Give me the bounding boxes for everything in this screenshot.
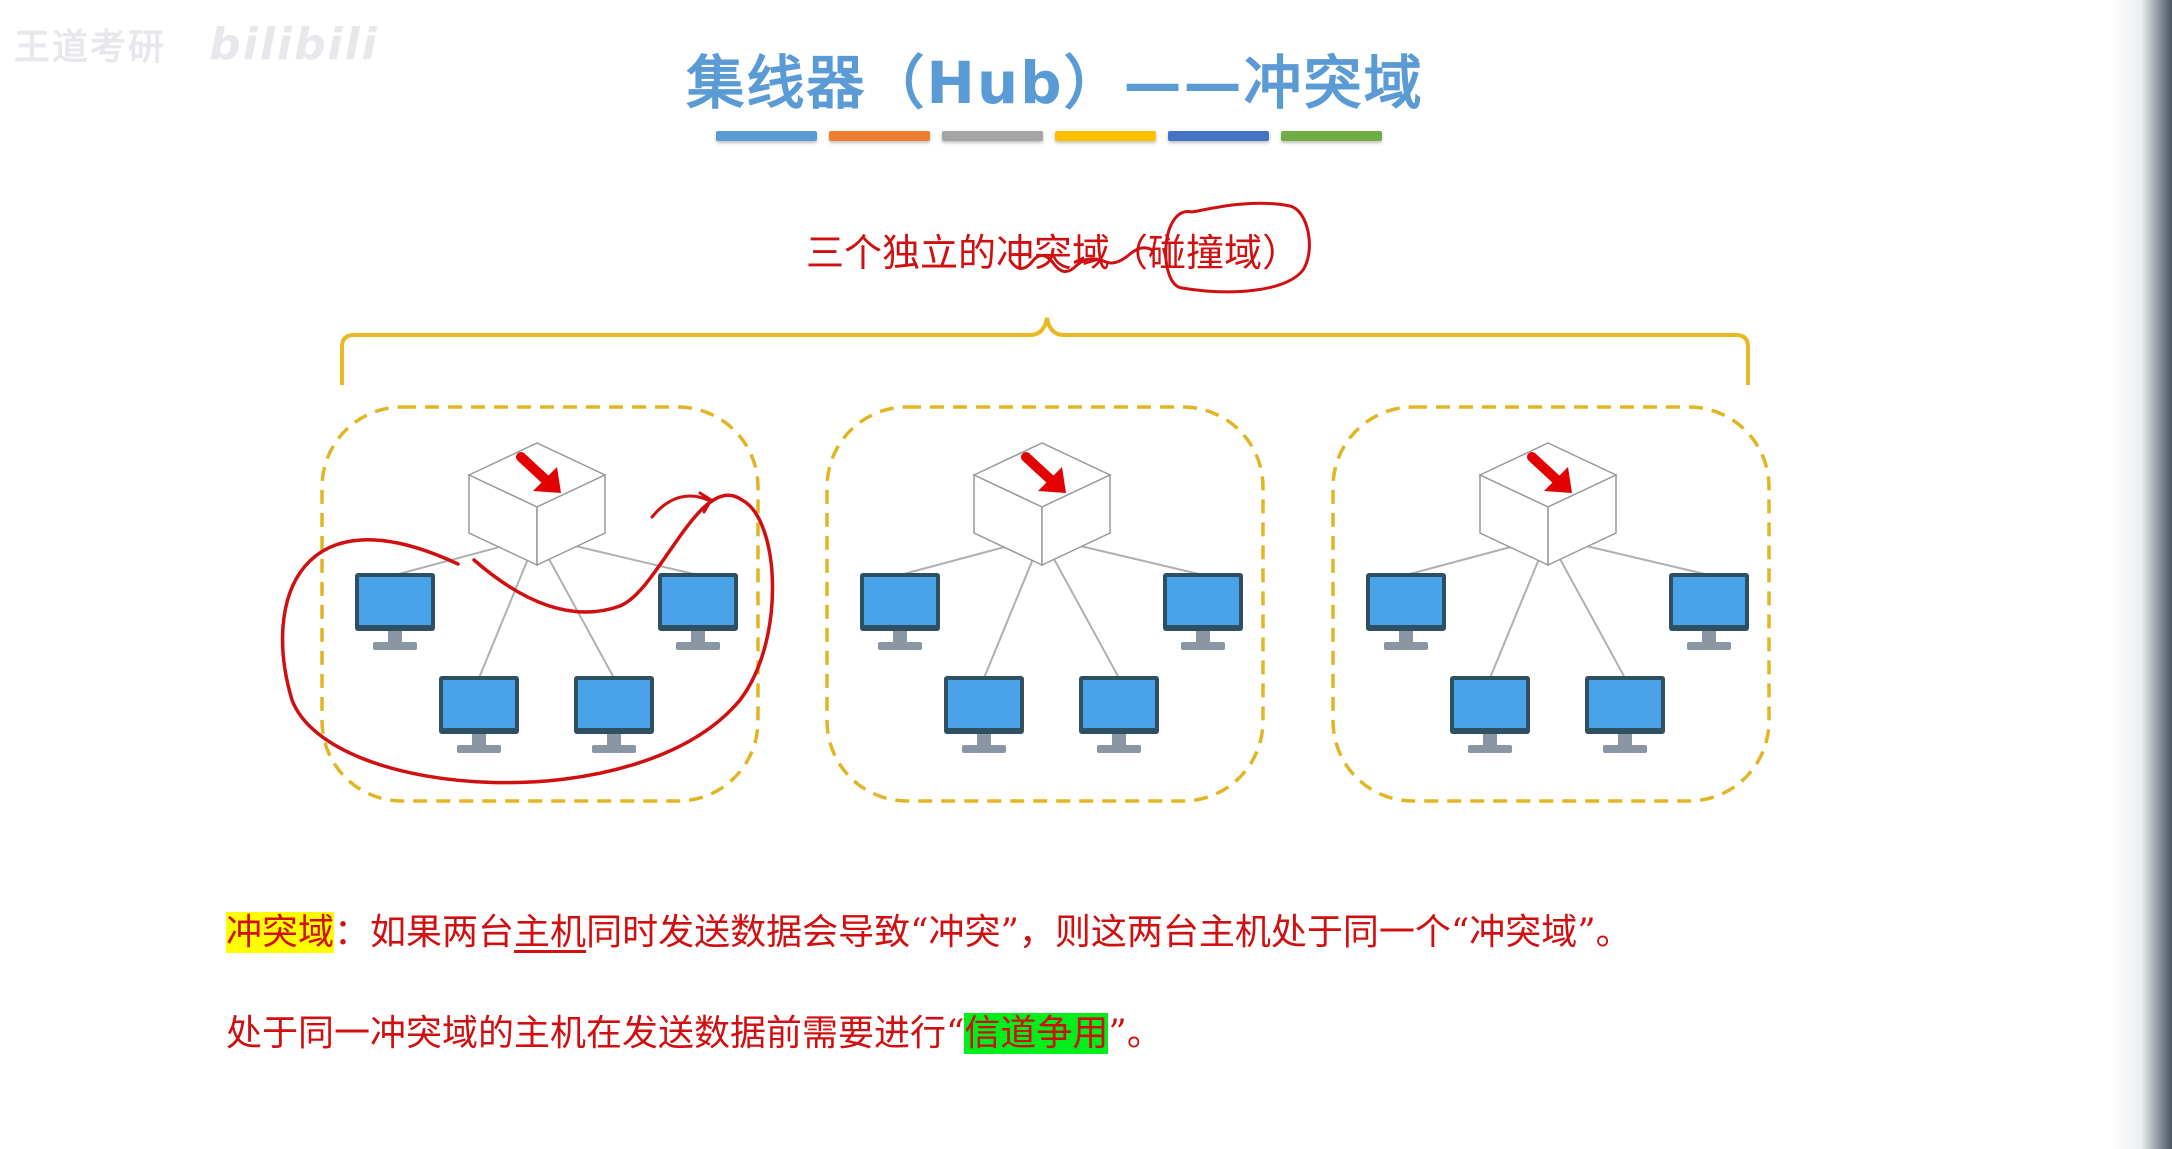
hub-box-icon <box>469 443 605 565</box>
grouping-brace <box>340 317 1750 385</box>
title-color-bar <box>716 131 1382 141</box>
collision-domain-2 <box>825 405 1265 803</box>
hand-drawn-underline <box>1008 246 1154 273</box>
definition-part1: 如果两台 <box>370 912 515 953</box>
computer-monitor-icon <box>1079 676 1159 753</box>
page-title: 集线器（Hub）——冲突域 <box>686 49 1424 117</box>
computer-monitor-icon <box>1366 573 1446 650</box>
definition-paragraph: 冲突域：如果两台主机同时发送数据会导致“冲突”，则这两台主机处于同一个“冲突域”… <box>226 903 1632 955</box>
watermark: 王道考研 bilibili <box>14 18 379 70</box>
computer-monitor-icon <box>860 573 940 650</box>
subtitle-paren-close: ） <box>1262 231 1301 275</box>
note-suffix: ”。 <box>1108 1013 1163 1054</box>
collision-domain-diagram <box>280 201 1771 803</box>
title-bar-segment <box>716 131 817 141</box>
definition-host-word: 主机 <box>514 912 587 953</box>
computer-monitor-icon <box>1163 573 1243 650</box>
hand-drawn-tail <box>650 491 714 519</box>
computer-monitor-icon <box>574 676 654 753</box>
collision-domain-1 <box>320 405 760 803</box>
title-bar-segment <box>1055 131 1156 141</box>
subtitle-prefix: 三个独立的 <box>806 231 997 275</box>
hub-box-icon <box>974 443 1110 565</box>
computer-monitor-icon <box>1585 676 1665 753</box>
watermark-author: 王道考研 <box>14 27 167 68</box>
computer-monitor-icon <box>944 676 1024 753</box>
title-bar-segment <box>1168 131 1269 141</box>
note-paragraph: 处于同一冲突域的主机在发送数据前需要进行“信道争用”。 <box>226 1004 1163 1056</box>
bilibili-logo: bilibili <box>209 19 379 70</box>
definition-part2: 同时发送数据会导致“冲突”，则这两台主机处于同一个“冲突域”。 <box>586 912 1632 953</box>
definition-colon: ： <box>334 912 371 953</box>
hand-drawn-loop <box>280 493 775 785</box>
subtitle: 三个独立的冲突域（碰撞域） <box>806 222 1300 277</box>
title-bar-segment <box>829 131 930 141</box>
computer-monitor-icon <box>1450 676 1530 753</box>
link-line <box>536 536 615 679</box>
definition-term: 冲突域 <box>226 912 335 953</box>
computer-monitor-icon <box>355 573 435 650</box>
link-line <box>1547 536 1626 679</box>
note-highlight: 信道争用 <box>964 1013 1109 1054</box>
title-bar-segment <box>942 131 1043 141</box>
hub-box-icon <box>1480 443 1616 565</box>
title-bar-segment <box>1281 131 1382 141</box>
note-prefix: 处于同一冲突域的主机在发送数据前需要进行“ <box>226 1013 965 1054</box>
computer-monitor-icon <box>1669 573 1749 650</box>
computer-monitor-icon <box>658 573 738 650</box>
collision-domain-3 <box>1331 405 1771 803</box>
hand-drawn-circle <box>1164 201 1311 294</box>
computer-monitor-icon <box>439 676 519 753</box>
link-line <box>1041 536 1120 679</box>
right-edge-shadow <box>2110 0 2172 1149</box>
